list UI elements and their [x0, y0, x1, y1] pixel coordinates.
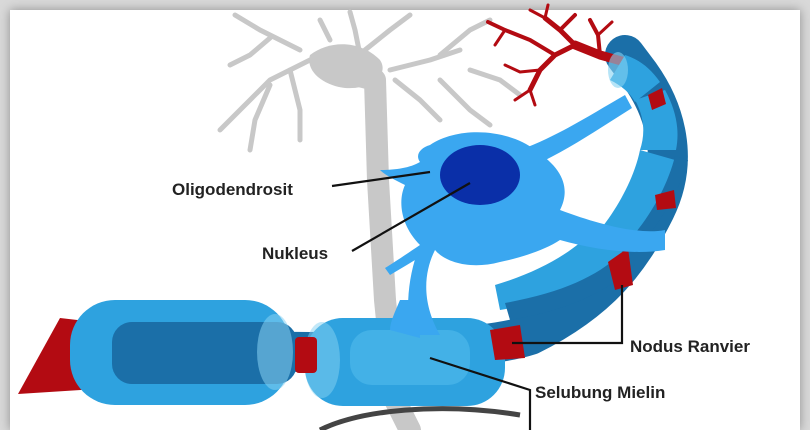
myelin-segment-1	[70, 300, 297, 405]
nucleus-label: Nukleus	[262, 244, 328, 263]
dendrite-tree	[488, 5, 625, 105]
nucleus-ellipse	[440, 145, 520, 205]
node-of-ranvier-label: Nodus Ranvier	[630, 337, 750, 356]
oligodendrocyte-label: Oligodendrosit	[172, 180, 293, 199]
myelin-sheath-label: Selubung Mielin	[535, 383, 665, 402]
